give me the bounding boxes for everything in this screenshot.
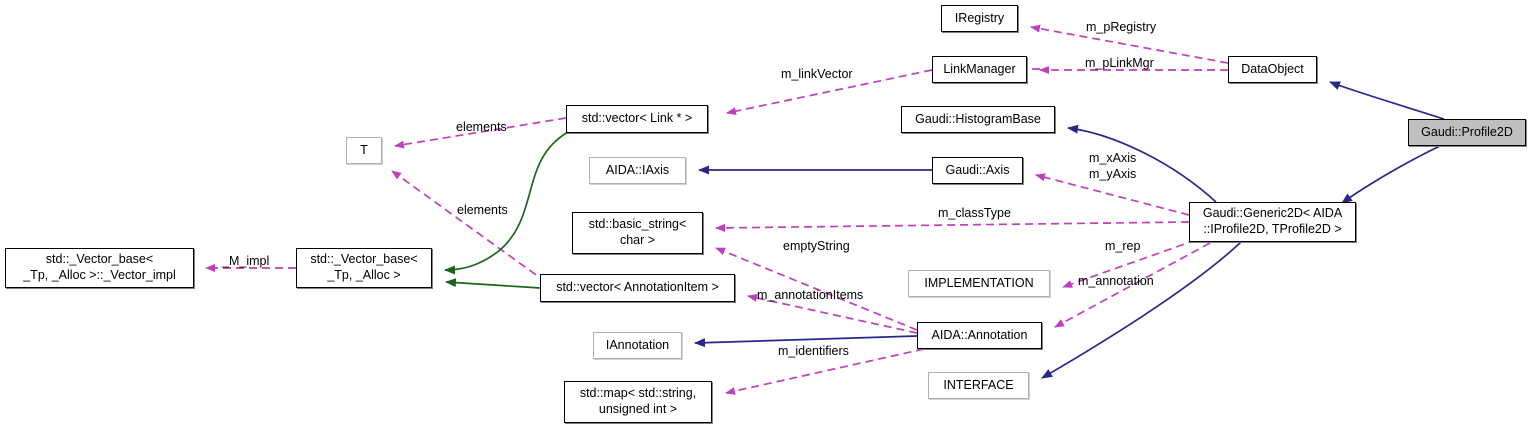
- edge-profile2d-generic2d: [1341, 145, 1441, 204]
- edge-m_pRegistry: [1030, 24, 1229, 64]
- node-linkmanager[interactable]: LinkManager: [932, 56, 1027, 83]
- node-aida-iaxis[interactable]: AIDA::IAxis: [589, 157, 686, 184]
- edge-label-m-impl: _M_impl: [222, 254, 270, 268]
- edge-label-elements-2: elements: [457, 203, 508, 217]
- edge-label-m-xaxis: m_xAxis: [1089, 151, 1137, 165]
- edge-m_classType: [715, 221, 1190, 232]
- edge-label-m-linkvector: m_linkVector: [781, 67, 853, 81]
- node-std-map-string-uint[interactable]: std::map< std::string, unsigned int >: [564, 381, 712, 423]
- node-dataobject[interactable]: DataObject: [1228, 56, 1317, 83]
- edge-m_annotation: [1054, 242, 1211, 328]
- node-gaudi-axis[interactable]: Gaudi::Axis: [932, 157, 1023, 184]
- edge-generic2d-interface: [1041, 241, 1242, 379]
- edge-label-m-identifiers: m_identifiers: [778, 344, 849, 358]
- node-interface[interactable]: INTERFACE: [928, 372, 1029, 399]
- node-implementation[interactable]: IMPLEMENTATION: [908, 270, 1050, 297]
- edge-m_identifiers: [725, 348, 925, 395]
- node-std-vector-annotationitem[interactable]: std::vector< AnnotationItem >: [540, 274, 735, 302]
- node-gaudi-profile2d[interactable]: Gaudi::Profile2D: [1408, 119, 1526, 146]
- node-iannotation[interactable]: IAnnotation: [593, 332, 682, 359]
- usage-edges: [205, 24, 1229, 395]
- node-aida-annotation[interactable]: AIDA::Annotation: [917, 322, 1042, 349]
- edge-m_rep: [1062, 239, 1197, 288]
- edge-label-m-annotation: m_annotation: [1078, 274, 1154, 288]
- edge-label-m-yaxis: m_yAxis: [1089, 167, 1137, 181]
- node-gaudi-generic2d[interactable]: Gaudi::Generic2D< AIDA ::IProfile2D, TPr…: [1189, 202, 1356, 242]
- edge-label-m-classtype: m_classType: [938, 206, 1011, 220]
- node-iregistry[interactable]: IRegistry: [941, 5, 1018, 32]
- node-std-vector-base-vector-impl[interactable]: std::_Vector_base< _Tp, _Alloc >::_Vecto…: [5, 248, 194, 288]
- edge-label-m-rep: m_rep: [1105, 239, 1141, 253]
- node-std-basic-string-char[interactable]: std::basic_string< char >: [572, 212, 703, 254]
- edge-elements-annitem: [391, 170, 558, 291]
- node-T[interactable]: T: [346, 137, 382, 164]
- edge-label-emptystring: emptyString: [783, 239, 850, 253]
- edge-m_annotationItems: [747, 294, 918, 334]
- template-edges: [444, 131, 569, 289]
- edge-profile2d-dataobject: [1329, 81, 1445, 120]
- node-std-vector-base[interactable]: std::_Vector_base< _Tp, _Alloc >: [296, 248, 432, 288]
- node-std-vector-link-ptr[interactable]: std::vector< Link * >: [566, 105, 708, 133]
- edge-label-m-pregistry: m_pRegistry: [1086, 20, 1157, 34]
- edge-generic2d-histbase: [1067, 124, 1217, 203]
- edge-elements-link: [394, 117, 567, 149]
- edge-m_xyAxis: [1035, 173, 1190, 216]
- edge-veclink-vectorbase: [444, 131, 569, 275]
- edge-label-m-plinkmgr: m_pLinkMgr: [1085, 56, 1154, 70]
- edge-vecannitem-vectorbase: [445, 278, 541, 289]
- node-gaudi-histogrambase[interactable]: Gaudi::HistogramBase: [901, 106, 1055, 133]
- edge-m_linkVector-2: [726, 69, 933, 116]
- edge-label-m-annotationitems: m_annotationItems: [757, 288, 864, 302]
- inheritance-edges: [694, 81, 1445, 379]
- edge-annotation-iannotation: [694, 335, 918, 348]
- edge-label-elements-1: elements: [456, 120, 507, 134]
- edge-emptyString: [715, 247, 918, 331]
